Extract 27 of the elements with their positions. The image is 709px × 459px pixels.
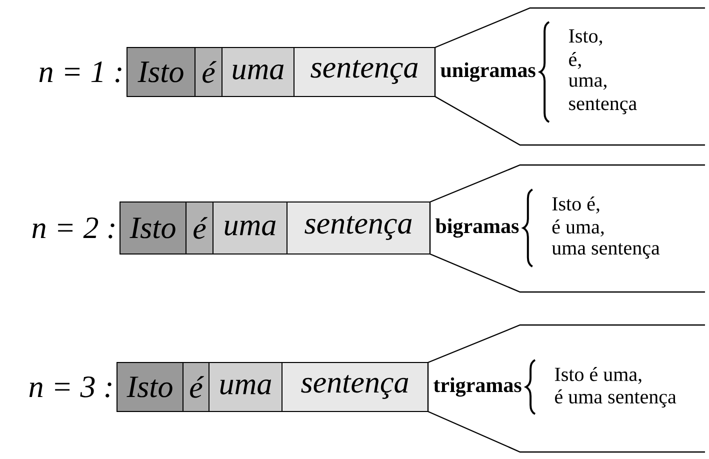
ngram-name: bigramas — [435, 218, 519, 238]
word-cell: uma — [222, 47, 294, 97]
list-item: uma, — [568, 77, 606, 90]
list-item: Isto, — [569, 29, 602, 46]
word-cell: sentença — [286, 202, 430, 254]
word-cell: é — [194, 47, 222, 97]
word-cell: uma — [212, 202, 288, 254]
ngram-name: trigramas — [434, 377, 522, 397]
row-label: n = 2 : — [32, 218, 114, 238]
word-cell: Isto — [126, 47, 196, 97]
word-cell: Isto — [120, 202, 186, 254]
list-item: é uma, — [552, 220, 604, 236]
word-cell: sentença — [282, 362, 428, 412]
list-item: uma sentença — [552, 243, 660, 259]
word-cell: é — [186, 202, 214, 254]
list-item: Isto é, — [552, 196, 600, 214]
ngram-name: unigramas — [440, 62, 536, 82]
list-item: é uma sentença — [555, 389, 676, 408]
word-cell: uma — [208, 362, 282, 412]
word-cell: sentença — [294, 47, 436, 97]
row-label: n = 1 : — [39, 62, 122, 82]
word-cell: Isto — [116, 362, 184, 412]
list-item: é, — [569, 52, 581, 69]
row-label: n = 3 : — [29, 376, 112, 398]
list-item: sentença — [569, 98, 637, 114]
word-cell: é — [182, 362, 210, 412]
list-item: Isto é uma, — [554, 367, 642, 384]
